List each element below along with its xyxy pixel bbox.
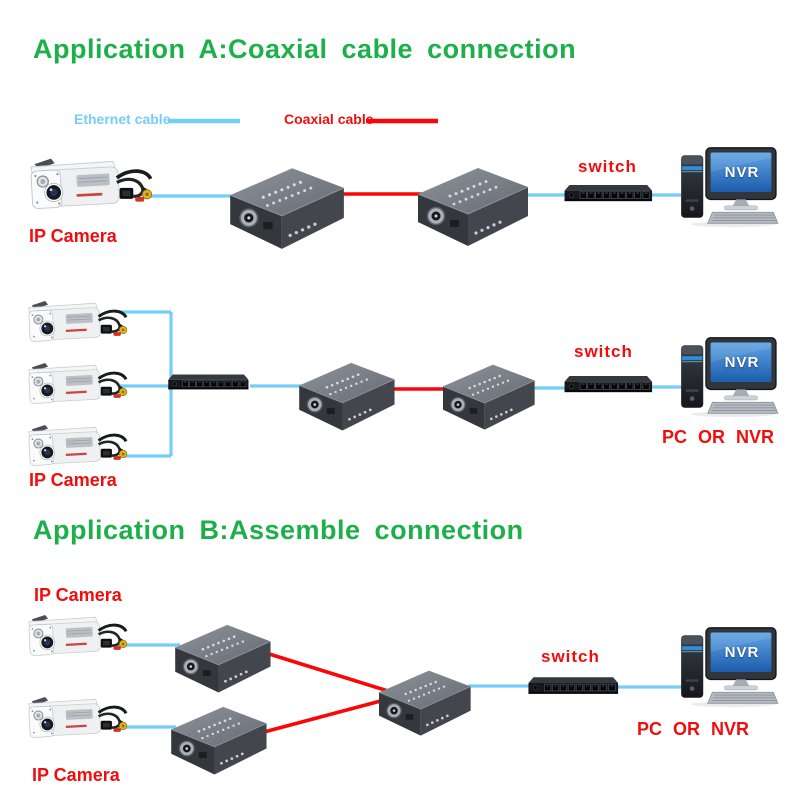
media-converter-c2	[170, 706, 268, 776]
b-switch-label: switch	[541, 647, 600, 666]
devices	[27, 147, 779, 776]
ip-camera-b2	[27, 361, 129, 406]
media-converter-c1	[174, 624, 272, 694]
row2-pc-or-nvr-label: PC OR NVR	[662, 427, 775, 447]
media-converter-b2	[442, 364, 536, 431]
legend-coax-label: Coaxial cable	[284, 111, 374, 127]
ip-camera-a	[29, 156, 154, 211]
row2-ip-camera-label: IP Camera	[29, 470, 117, 490]
title-application-a: Application A:Coaxial cable connection	[33, 34, 577, 64]
ip-camera-c2	[27, 695, 129, 740]
cable-coax-c-lower	[263, 697, 389, 734]
row2-switch-label: switch	[574, 342, 633, 361]
row1-nvr-screen-label: NVR	[724, 164, 760, 181]
b-ip-camera-bottom-label: IP Camera	[32, 765, 120, 785]
row2-nvr-screen-label: NVR	[724, 354, 760, 371]
media-converter-b1	[298, 362, 396, 432]
b-pc-or-nvr-label: PC OR NVR	[637, 719, 750, 739]
ethernet-switch-b-left	[167, 374, 249, 390]
ethernet-switch-c	[528, 676, 619, 695]
ip-camera-b3	[27, 423, 129, 468]
media-converter-a1	[229, 167, 345, 250]
b-ip-camera-top-label: IP Camera	[34, 585, 122, 605]
cable-coax-c-upper	[265, 651, 389, 693]
media-converter-a2	[417, 167, 529, 247]
row1-switch-label: switch	[578, 157, 637, 176]
nvr-computer-a	[680, 147, 779, 227]
title-application-b: Application B:Assemble connection	[33, 515, 524, 545]
nvr-computer-b	[680, 337, 779, 417]
ip-camera-b1	[27, 299, 129, 344]
b-nvr-screen-label: NVR	[724, 644, 760, 661]
ip-camera-c1	[27, 613, 129, 658]
ethernet-switch-a	[564, 184, 653, 202]
nvr-computer-c	[680, 627, 779, 707]
ethernet-switch-b-right	[564, 375, 653, 393]
row1-ip-camera-label: IP Camera	[29, 226, 117, 246]
legend-ethernet-label: Ethernet cable	[74, 111, 171, 127]
media-converter-c-center	[378, 670, 472, 737]
